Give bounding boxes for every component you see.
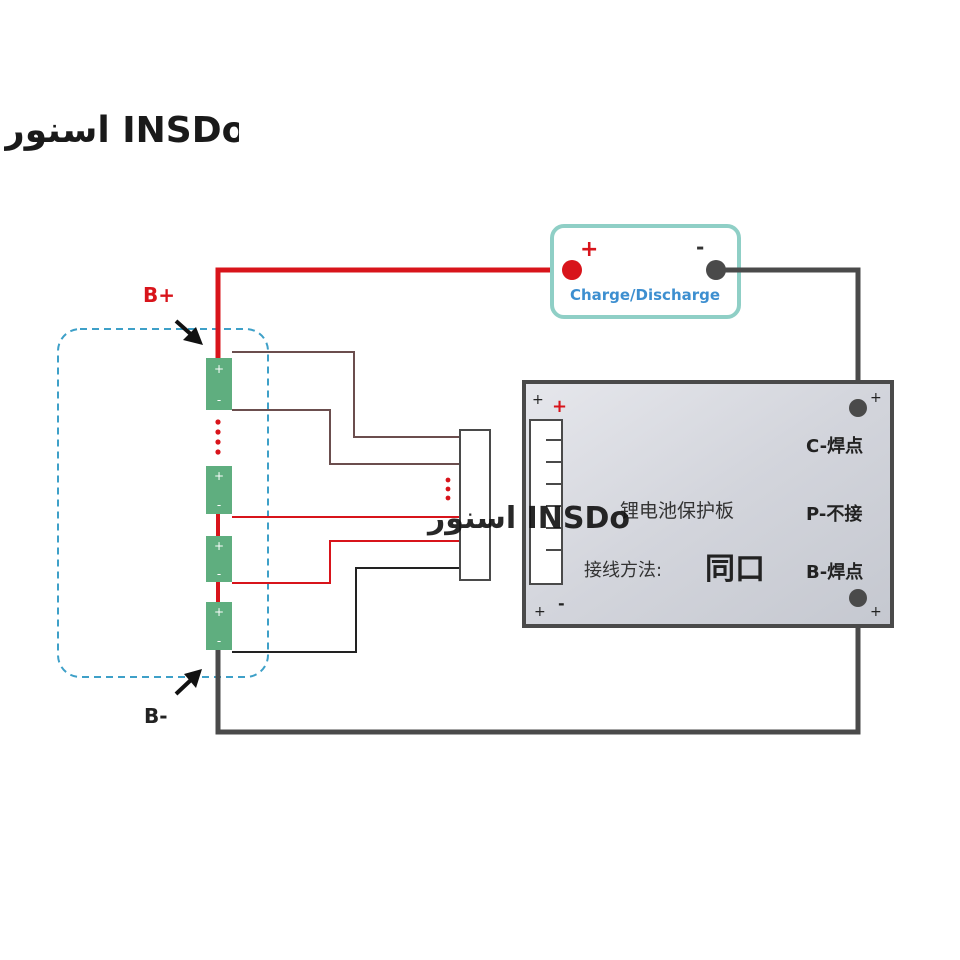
battery-cell-2: + -	[206, 466, 232, 514]
b-plus-label: B+	[143, 283, 175, 307]
charge-negative-wire	[718, 267, 861, 408]
cell-series-dots	[215, 419, 221, 455]
board-corner-mark-bl: +	[534, 604, 546, 620]
balance-wire-1	[232, 351, 461, 438]
watermark-logo: اسنور INSDo	[426, 501, 630, 536]
b-terminal-label: B-焊点	[806, 561, 863, 583]
board-corner-mark-tr: +	[870, 390, 882, 406]
cell-minus-label: -	[217, 498, 221, 512]
cell-minus-label: -	[217, 567, 221, 581]
b-minus-arrow	[174, 669, 202, 696]
b-plus-arrow	[174, 319, 203, 345]
c-terminal-dot	[849, 399, 867, 417]
cell-plus-label: +	[214, 605, 224, 619]
cell-plus-label: +	[214, 539, 224, 553]
wiring-method-label: 接线方法:	[584, 560, 662, 581]
charge-discharge-label: Charge/Discharge	[570, 286, 720, 304]
b-minus-return-wire	[215, 600, 861, 735]
watermark-logo-text: اسنور INSDo	[426, 501, 630, 536]
board-balance-header	[529, 419, 563, 585]
p-terminal-label: P-不接	[806, 503, 862, 525]
cell-plus-label: +	[214, 469, 224, 483]
cell-minus-label: -	[217, 393, 221, 407]
charge-minus-label: -	[696, 235, 704, 259]
cell-plus-label: +	[214, 362, 224, 376]
battery-cell-4: + -	[206, 602, 232, 650]
brand-logo-text: اسنور INSDo	[4, 110, 239, 151]
charge-positive-terminal	[562, 260, 582, 280]
board-title: 锂电池保护板	[620, 500, 734, 522]
board-minus-label: -	[558, 594, 565, 613]
charge-negative-terminal	[706, 260, 726, 280]
b-terminal-dot	[849, 589, 867, 607]
board-plus-label: +	[552, 396, 567, 417]
battery-cell-3: + -	[206, 536, 232, 582]
charge-plus-label: +	[580, 237, 598, 262]
battery-cell-1: + -	[206, 358, 232, 410]
header-pins	[546, 439, 562, 551]
balance-wire-2	[232, 409, 461, 465]
protection-board	[522, 380, 894, 628]
wiring-method-value: 同口	[705, 552, 765, 587]
connector-dots	[445, 477, 451, 501]
balance-connector	[459, 429, 491, 581]
board-corner-mark-br: +	[870, 604, 882, 620]
board-corner-mark-tl: +	[532, 392, 544, 408]
cell-minus-label: -	[217, 634, 221, 648]
battery-pack-outline	[57, 328, 269, 678]
b-minus-label: B-	[144, 704, 168, 728]
c-terminal-label: C-焊点	[806, 435, 863, 457]
brand-logo: اسنور INSDo	[2, 98, 246, 158]
balance-wire-4	[232, 540, 461, 584]
balance-wire-5	[232, 567, 461, 653]
positive-main-wire	[215, 267, 572, 360]
